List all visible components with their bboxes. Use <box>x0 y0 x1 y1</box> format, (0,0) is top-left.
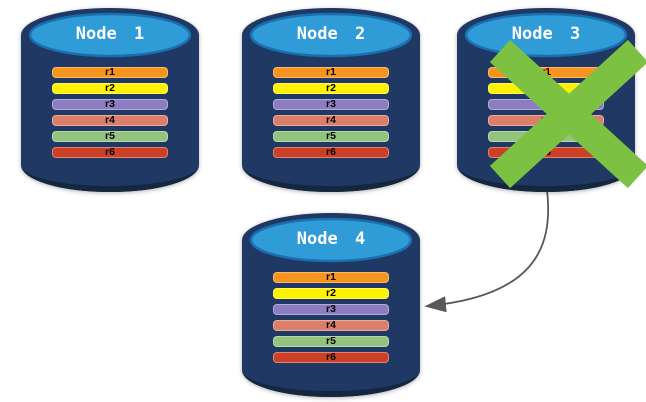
replica-bar-r2: r2 <box>52 83 168 94</box>
replica-bar-r1: r1 <box>273 67 389 78</box>
replica-bar-r3: r3 <box>52 99 168 110</box>
replica-bar-r5: r5 <box>52 131 168 142</box>
replica-label: r4 <box>326 319 336 332</box>
replica-list: r1 r2 r3 r4 r5 r6 <box>52 67 168 158</box>
replica-label: r6 <box>326 146 336 159</box>
replica-label: r3 <box>326 303 336 316</box>
replica-label: r1 <box>326 271 336 284</box>
node-title: Node 2 <box>296 24 366 44</box>
cylinder-bottom-shade-shape <box>457 165 635 192</box>
replica-label: r2 <box>326 82 336 95</box>
cylinder-top-shape <box>249 217 413 263</box>
cylinder-top-shape <box>28 12 192 58</box>
replica-label: r4 <box>326 114 336 127</box>
replica-bar-r5: r5 <box>273 131 389 142</box>
node-title: Node 4 <box>296 229 366 249</box>
replica-bar-r3: r3 <box>273 304 389 315</box>
replica-label: r1 <box>105 66 115 79</box>
replica-label: r6 <box>105 146 115 159</box>
node-3: Node 3 r1 r2 r3 r4 r5 r6 <box>456 7 646 193</box>
cylinder-bottom-shade-shape <box>21 165 199 192</box>
replica-label: r6 <box>326 351 336 364</box>
x-stroke <box>489 39 646 189</box>
node-4: Node 4 r1 r2 r3 r4 r5 r6 <box>241 212 421 398</box>
node-title: Node 1 <box>75 24 145 44</box>
replica-label: r4 <box>105 114 115 127</box>
replica-label: r5 <box>326 130 336 143</box>
replica-label: r5 <box>326 335 336 348</box>
replica-bar-r1: r1 <box>52 67 168 78</box>
node-title: Node 3 <box>511 24 581 44</box>
replica-bar-r4: r4 <box>52 115 168 126</box>
cylinder-bottom-shade-shape <box>242 370 420 397</box>
replica-bar-r2: r2 <box>273 288 389 299</box>
replica-list: r1 r2 r3 r4 r5 r6 <box>273 272 389 363</box>
replica-bar-r2: r2 <box>273 83 389 94</box>
node-2: Node 2 r1 r2 r3 r4 r5 r6 <box>241 7 421 193</box>
failure-x-icon <box>489 39 646 189</box>
replica-bar-r1: r1 <box>273 272 389 283</box>
replica-label: r1 <box>326 66 336 79</box>
arrow-curve <box>424 189 550 313</box>
replica-label: r3 <box>326 98 336 111</box>
replica-list: r1 r2 r3 r4 r5 r6 <box>273 67 389 158</box>
replica-bar-r5: r5 <box>273 336 389 347</box>
cylinder-bottom-shade-shape <box>242 165 420 192</box>
replica-bar-r4: r4 <box>273 320 389 331</box>
replica-bar-r6: r6 <box>273 147 389 158</box>
node-1: Node 1 r1 r2 r3 r4 r5 r6 <box>20 7 200 193</box>
replica-bar-r4: r4 <box>273 115 389 126</box>
replica-label: r5 <box>105 130 115 143</box>
replica-label: r3 <box>105 98 115 111</box>
cylinder-top-shape <box>249 12 413 58</box>
replica-bar-r6: r6 <box>52 147 168 158</box>
replica-bar-r3: r3 <box>273 99 389 110</box>
replica-label: r2 <box>105 82 115 95</box>
replica-label: r2 <box>326 287 336 300</box>
replica-label: r1 <box>541 66 551 79</box>
replica-bar-r6: r6 <box>273 352 389 363</box>
